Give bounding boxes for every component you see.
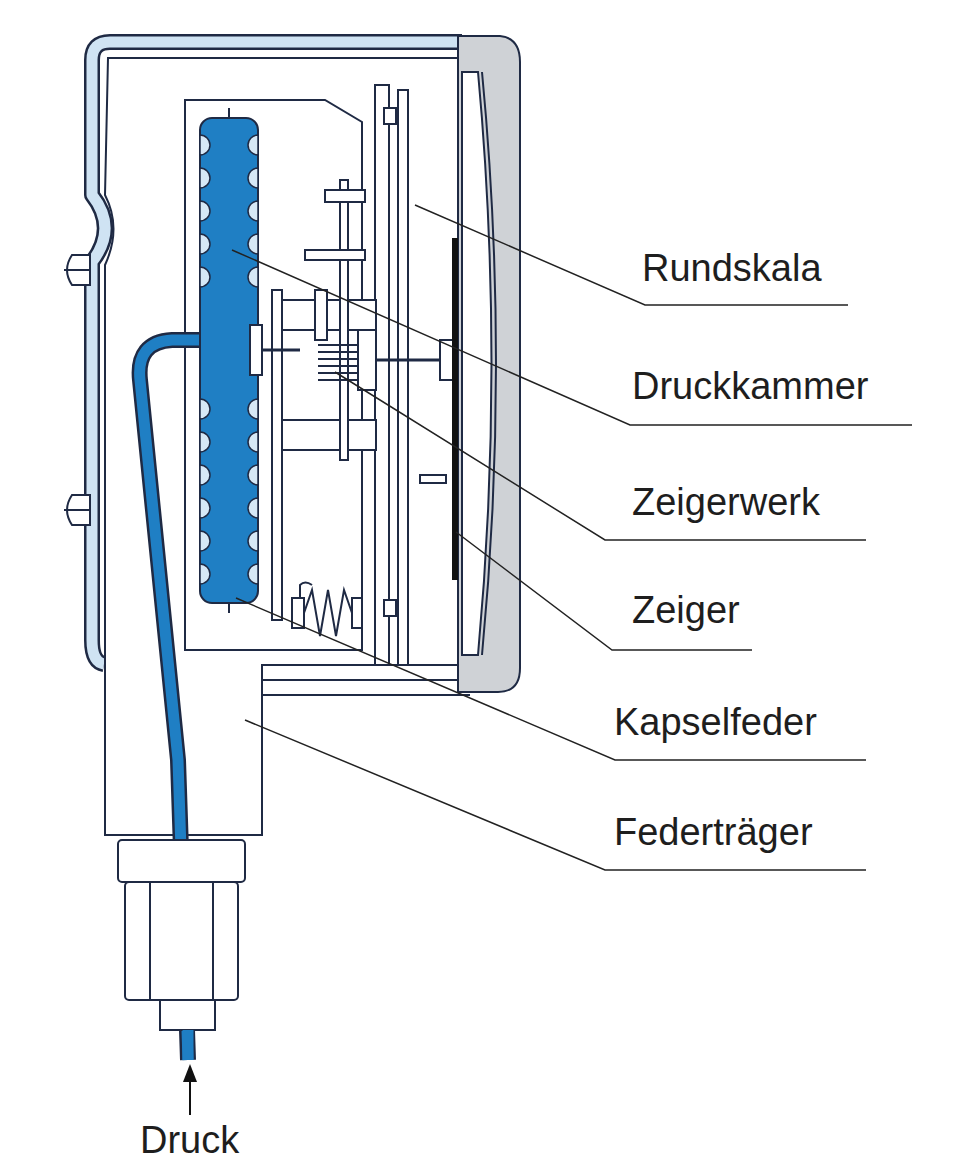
base-plate (262, 679, 470, 681)
movement-plate (272, 290, 282, 620)
leader-line (245, 720, 866, 870)
leader-line (456, 532, 752, 650)
part-label: Federträger (614, 813, 813, 851)
screw-slot (64, 269, 90, 271)
spring-hook (300, 583, 312, 599)
leader-line (232, 250, 912, 425)
dial-stop (420, 475, 446, 483)
pinion (358, 330, 376, 390)
capsule-corrugation (200, 135, 210, 584)
dial-plate (375, 85, 389, 665)
base-plate (262, 694, 470, 696)
screw-slot (64, 509, 90, 511)
part-label: Rundskala (642, 249, 822, 287)
part-label: Zeigerwerk (632, 483, 820, 521)
dial-clip (384, 108, 396, 124)
spring-seat (352, 598, 362, 628)
capsule-pin (228, 603, 230, 613)
leader-line (236, 598, 866, 760)
fitting-nut (125, 882, 238, 1000)
part-label: Kapselfeder (614, 703, 817, 741)
pressure-tube (183, 1030, 194, 1060)
pressure-arrow (189, 1080, 191, 1115)
movement-lever (325, 190, 365, 202)
leader-line (415, 205, 848, 305)
spring-carrier (105, 58, 458, 835)
carrier-cavity (185, 100, 362, 650)
pointer-shaft (376, 359, 445, 362)
fitting-collar (118, 840, 245, 882)
nut-edge (149, 882, 151, 1000)
part-label: Druckkammer (632, 367, 868, 405)
capsule-pin (228, 108, 230, 118)
nut-edge (212, 882, 214, 1000)
adjusting-spring (304, 590, 352, 636)
bezel-ring (458, 36, 520, 692)
movement-bridge (282, 420, 376, 450)
movement-shaft (340, 180, 348, 460)
part-label: Zeiger (632, 591, 740, 629)
fitting-nipple (160, 1000, 215, 1030)
movement-bridge (282, 300, 376, 330)
dial-plate (398, 90, 408, 665)
dial-clip (384, 600, 396, 616)
cover-glass (462, 72, 492, 655)
movement-post (315, 290, 327, 340)
transmission-pin (262, 349, 300, 352)
movement-lever (305, 250, 365, 260)
pointer (452, 238, 458, 580)
input-label: Druck (140, 1121, 239, 1159)
pressure-arrowhead (183, 1064, 197, 1082)
capsule-stud (250, 325, 262, 375)
